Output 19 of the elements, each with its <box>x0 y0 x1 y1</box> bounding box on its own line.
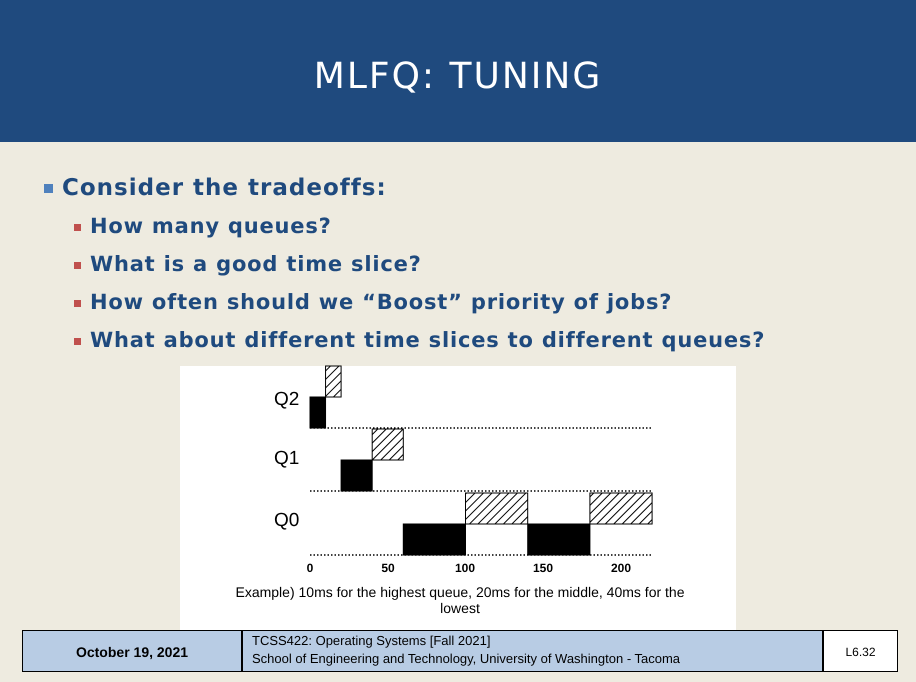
bullet-text: How many queues? <box>90 214 332 238</box>
queue-label: Q0 <box>274 510 300 532</box>
tick-label: 200 <box>610 561 632 575</box>
footer-cell: October 19, 2021 <box>22 630 242 672</box>
bullet-text: What about different time slices to different queues? <box>90 328 766 352</box>
slide-number: L6.32 <box>823 630 898 672</box>
queue-label: Q1 <box>274 448 300 470</box>
tick-label: 150 <box>532 561 554 575</box>
bullet-text: How often should we “Boost” priority of jobs? <box>90 290 672 314</box>
chart-caption: Example) 10ms for the highest queue, 20ms for the middle, 40ms for the lowest <box>234 584 686 616</box>
course-text: School of Engineering and Technology, University of Washington - Tacoma <box>252 651 680 666</box>
bullet-text: What is a good time slice? <box>90 252 422 276</box>
tick-label: 50 <box>380 561 396 575</box>
course-text: TCSS422: Operating Systems [Fall 2021] <box>252 633 490 648</box>
slide-title: MLFQ: TUNING <box>312 56 604 97</box>
tick-label: 0 <box>306 561 314 575</box>
tick-label: 100 <box>454 561 476 575</box>
bullet-heading: Consider the tradeoffs: <box>62 175 387 201</box>
queue-label: Q2 <box>274 389 300 411</box>
